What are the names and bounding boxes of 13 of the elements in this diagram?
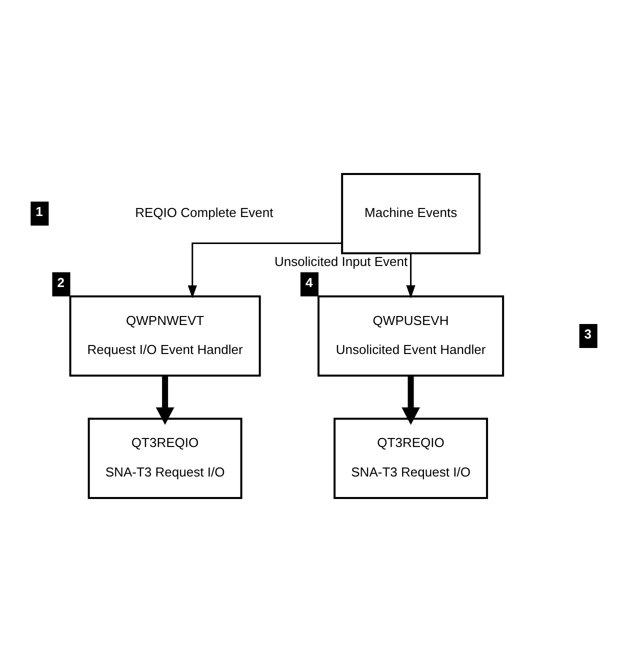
edge-label: Unsolicited Input Event [274, 254, 408, 269]
arrow [406, 252, 416, 298]
node-box: QT3REQIO SNA-T3 Request I/O [88, 417, 242, 498]
node-box: Machine Events [341, 172, 480, 254]
arrow [402, 375, 420, 424]
label: 1 [36, 204, 43, 219]
node-label: 2 [57, 274, 64, 290]
node-box: QT3REQIO SNA-T3 Request I/O [334, 417, 488, 498]
label: REQIO Complete Event [135, 204, 274, 220]
arrow [188, 242, 342, 298]
label: 3 [584, 326, 592, 341]
arrow [156, 375, 174, 424]
node-label: 4 [305, 274, 313, 290]
